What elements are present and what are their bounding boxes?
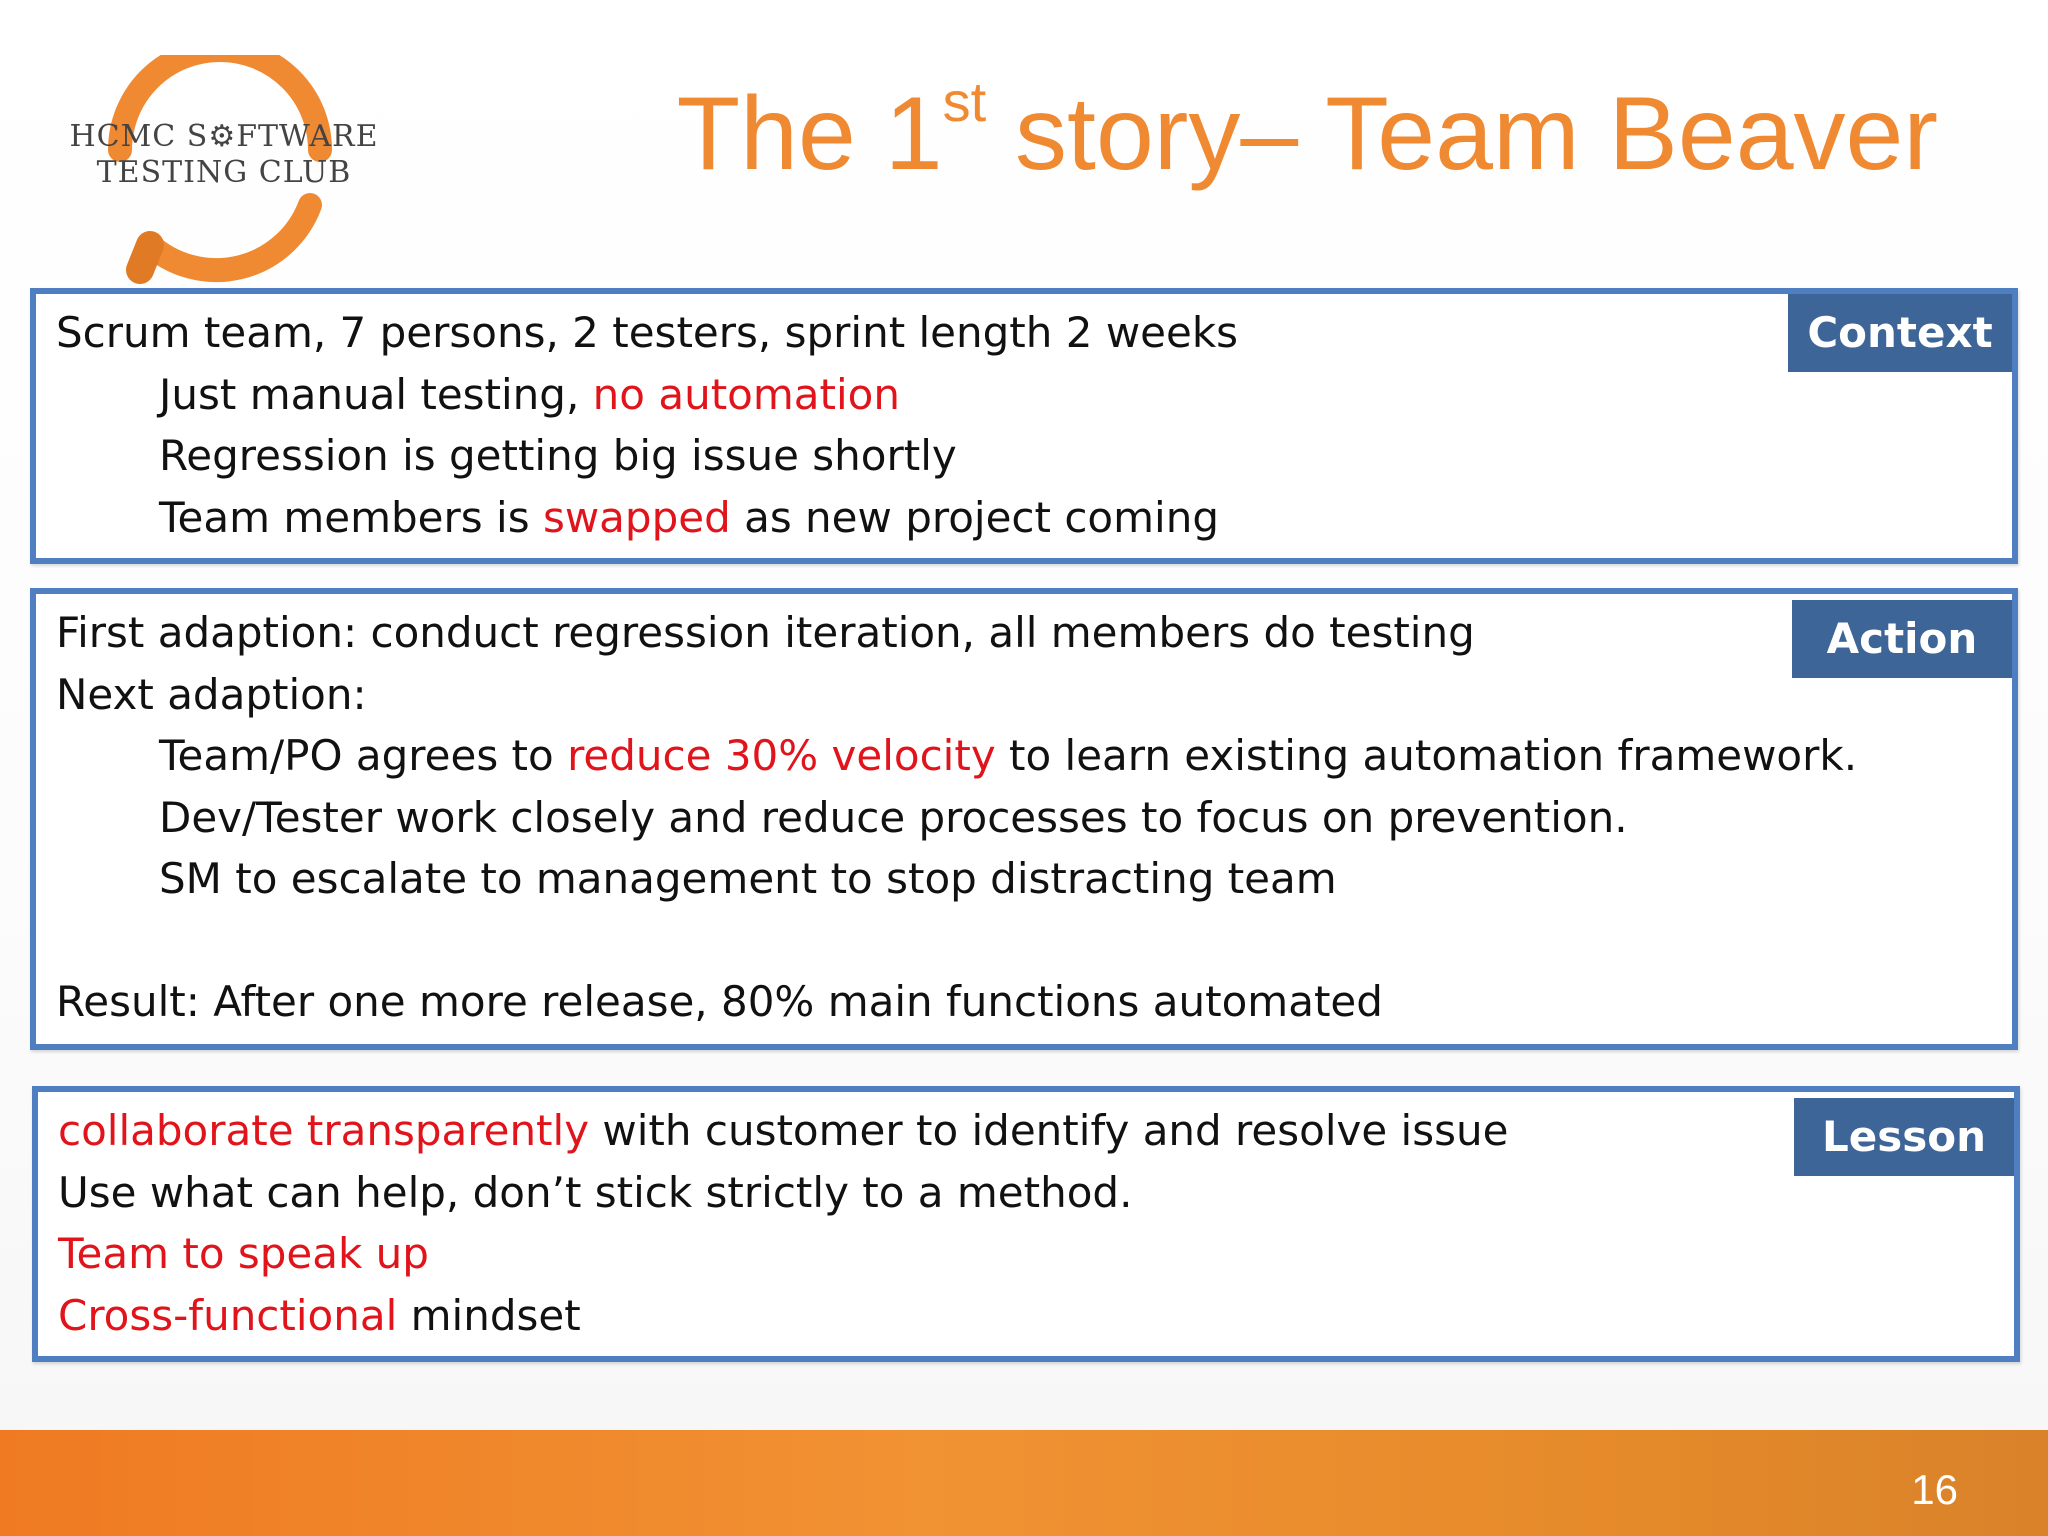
lesson-line-4: Cross-functional mindset <box>58 1285 1774 1347</box>
context-line-2-text: Just manual testing, <box>159 369 593 419</box>
context-tag: Context <box>1788 294 2012 372</box>
action-line-3: Team/PO agrees to reduce 30% velocity to… <box>56 725 1857 787</box>
lesson-line-1-text: with customer to identify and resolve is… <box>589 1106 1509 1155</box>
context-line-4: Team members is swapped as new project c… <box>56 487 1772 549</box>
context-line-4-text-b: as new project coming <box>730 492 1219 542</box>
action-line-4: Dev/Tester work closely and reduce proce… <box>159 792 1628 842</box>
club-logo: HCMC S⚙FTWARE TESTING CLUB <box>60 55 380 295</box>
footer-bar: 16 <box>0 1430 2048 1536</box>
action-tag: Action <box>1792 600 2012 678</box>
magnifier-icon <box>108 55 332 284</box>
lesson-line-1: collaborate transparently with customer … <box>58 1100 1774 1162</box>
context-line-4-highlight: swapped <box>542 492 731 542</box>
action-spacer <box>56 910 1772 972</box>
action-line-2: Next adaption: <box>56 669 367 719</box>
slide-title: The 1st story– Team Beaver <box>677 74 1938 187</box>
context-line-2: Just manual testing, no automation <box>56 364 1772 426</box>
title-text-end: story– Team Beaver <box>986 76 1938 192</box>
lesson-line-4-highlight: Cross-functional <box>58 1290 398 1340</box>
title-superscript: st <box>942 70 987 133</box>
logo-text-line2: TESTING CLUB <box>96 155 352 190</box>
page-number: 16 <box>1911 1466 1958 1513</box>
context-box: Context Scrum team, 7 persons, 2 testers… <box>30 288 2018 564</box>
lesson-tag: Lesson <box>1794 1098 2014 1176</box>
action-line-1: First adaption: conduct regression itera… <box>56 608 1475 657</box>
action-box: Action First adaption: conduct regressio… <box>30 588 2018 1050</box>
action-result-line: Result: After one more release, 80% main… <box>56 977 1383 1026</box>
lesson-line-4-text: mindset <box>397 1290 581 1340</box>
action-line-3-text-a: Team/PO agrees to <box>159 731 568 780</box>
context-line-3: Regression is getting big issue shortly <box>159 431 957 480</box>
logo-text-line1: HCMC S⚙FTWARE <box>69 119 379 154</box>
action-line-3-text-b: to learn existing automation framework. <box>995 731 1858 780</box>
context-line-4-text-a: Team members is <box>159 492 543 542</box>
title-text-start: The 1 <box>676 76 943 192</box>
lesson-line-1-highlight: collaborate transparently <box>58 1106 590 1155</box>
action-line-5: SM to escalate to management to stop dis… <box>159 854 1337 903</box>
lesson-line-2: Use what can help, don’t stick strictly … <box>58 1167 1133 1217</box>
lesson-box: Lesson collaborate transparently with cu… <box>32 1086 2020 1362</box>
context-line-2-highlight: no automation <box>592 369 900 419</box>
context-line-1: Scrum team, 7 persons, 2 testers, sprint… <box>56 308 1239 357</box>
lesson-line-3: Team to speak up <box>58 1229 429 1278</box>
action-line-3-highlight: reduce 30% velocity <box>567 731 996 780</box>
